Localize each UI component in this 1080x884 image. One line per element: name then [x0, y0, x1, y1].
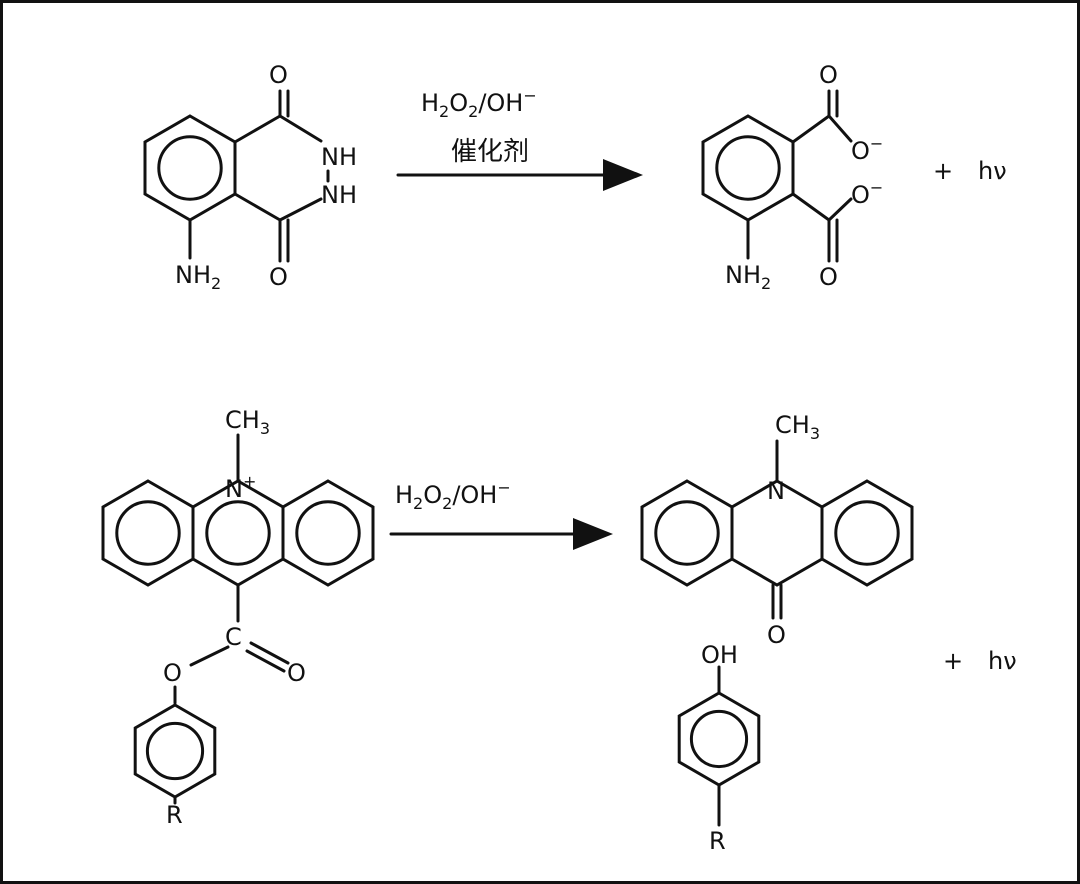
aromatic-circle [115, 500, 181, 566]
atom-c: C [225, 623, 242, 651]
bond-line [827, 114, 853, 143]
atom-nh: NH [321, 143, 357, 171]
bond-line [233, 192, 282, 222]
carbonyl-bond [249, 641, 290, 665]
methyl-group: CH3 [775, 411, 820, 443]
aromatic-circle [157, 135, 223, 201]
catalyst-label: 催化剂 [451, 137, 529, 167]
amino-group: NH2 [725, 261, 771, 293]
atom-o: O [819, 61, 838, 89]
reagent-label-1: H2O2/OH− [421, 86, 537, 121]
bond-line [791, 192, 831, 222]
aromatic-circle [295, 500, 361, 566]
reagent-label-2: H2O2/OH− [395, 478, 511, 513]
plus-sign: + [943, 647, 963, 675]
atom-o: O [287, 659, 306, 687]
benzene-ring [281, 479, 375, 587]
reaction-scheme: H2O2/OH− 催化剂 O NH NH O NH2 O O− O− O NH2… [101, 61, 1017, 855]
aromatic-circle [715, 135, 781, 201]
aromatic-circle [689, 709, 749, 769]
aromatic-circle [834, 500, 900, 566]
benzene-ring [820, 479, 914, 587]
atom-o: O [767, 621, 786, 649]
hydroxyl-group: OH [701, 641, 738, 669]
methyl-group: CH3 [225, 406, 270, 438]
reaction-arrow-2 [389, 518, 613, 550]
bond-line [278, 197, 323, 222]
atom-o: O [163, 659, 182, 687]
bond-line [233, 114, 282, 144]
aromatic-circle [145, 721, 205, 781]
carboxylate-o: O− [851, 178, 883, 209]
r-group: R [166, 801, 183, 829]
carboxylate-o: O− [851, 134, 883, 165]
aromatic-circle [654, 500, 720, 566]
amino-group: NH2 [175, 261, 221, 293]
atom-n-plus: N+ [225, 472, 256, 503]
atom-o: O [269, 61, 288, 89]
r-group: R [709, 827, 726, 855]
atom-o: O [819, 263, 838, 291]
bond-line [189, 645, 230, 667]
light-h-nu: hν [978, 157, 1007, 185]
carbonyl-bond [245, 649, 286, 673]
bond-line [278, 114, 323, 143]
atom-nh: NH [321, 181, 357, 209]
light-h-nu: hν [988, 647, 1017, 675]
atom-o: O [269, 263, 288, 291]
bond-line [791, 114, 831, 144]
bond-line [827, 197, 853, 222]
atom-n: N [767, 477, 785, 505]
plus-sign: + [933, 157, 953, 185]
aromatic-circle [205, 500, 271, 566]
reaction-arrow-1 [396, 159, 643, 191]
